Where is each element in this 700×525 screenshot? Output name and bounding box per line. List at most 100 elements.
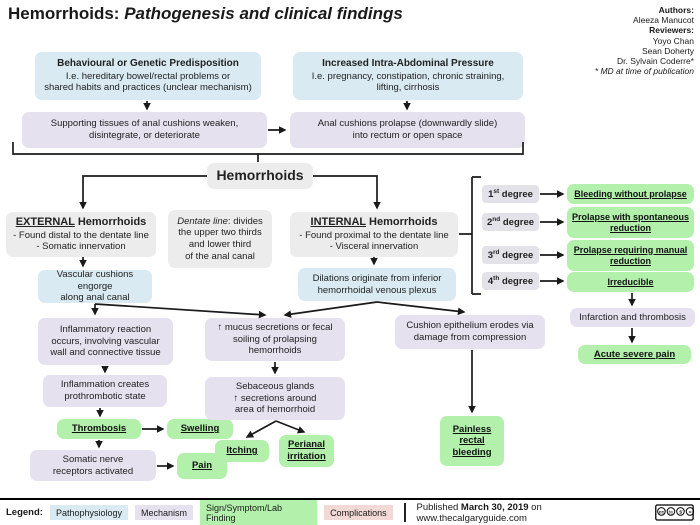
node-thrombosis: Thrombosis <box>57 419 141 439</box>
degree-ordinal: th <box>493 274 500 282</box>
node-text: Supporting tissues of anal cushions weak… <box>50 118 239 141</box>
node-heading-underlined: INTERNAL <box>310 216 366 229</box>
degree-number: 2 <box>486 216 493 228</box>
node-body: I.e. hereditary bowel/rectal problems or… <box>44 70 252 94</box>
cc-license-badge: cc by $̸ = <box>655 504 694 521</box>
legend-item-sign-symptom: Sign/Symptom/Lab Finding <box>200 500 318 525</box>
degree-ordinal: rd <box>493 248 500 256</box>
node-prolapse-spontaneous-reduction: Prolapse with spontaneous reduction <box>567 207 694 238</box>
node-behavioural-predisposition: Behavioural or Genetic Predisposition I.… <box>35 52 261 100</box>
legend-item-complications: Complications <box>324 505 393 520</box>
node-text: : divides the upper two thirds and lower… <box>178 215 263 262</box>
arrow-vascular-to-mucus <box>94 303 267 319</box>
node-body: - Found proximal to the dentate line - V… <box>299 229 449 253</box>
degree-ordinal: st <box>493 187 500 195</box>
node-body: I.e. pregnancy, constipation, chronic st… <box>311 70 505 94</box>
node-text: Bleeding without prolapse <box>574 188 687 199</box>
node-text: Infarction and thrombosis <box>579 311 686 323</box>
node-text: Swelling <box>180 423 220 435</box>
published-prefix: Published <box>416 501 461 513</box>
reviewer-name: Dr. Sylvain Coderre* <box>616 55 694 66</box>
node-text: ↑ mucus secretions or fecal soiling of p… <box>217 322 333 357</box>
degree-number: 4 <box>487 275 494 287</box>
node-intra-abdominal-pressure: Increased Intra-Abdominal Pressure I.e. … <box>293 52 523 100</box>
node-hemorrhoids: Hemorrhoids <box>207 163 313 189</box>
node-heading-rest: Hemorrhoids <box>365 216 438 229</box>
degree-2-label: 2nd degree <box>482 213 539 231</box>
arrow-hemorrhoids-to-external <box>79 175 207 210</box>
node-internal-hemorrhoids: INTERNAL Hemorrhoids - Found proximal to… <box>290 212 458 257</box>
svg-text:=: = <box>689 511 692 516</box>
node-text: Anal cushions prolapse (downwardly slide… <box>317 118 498 141</box>
node-text: Sebaceous glands ↑ secretions around are… <box>233 381 317 416</box>
node-cushion-epithelium-erodes: Cushion epithelium erodes via damage fro… <box>395 315 545 349</box>
degree-word: degree <box>499 275 534 287</box>
legend-item-pathophysiology: Pathophysiology <box>49 505 128 520</box>
node-text: Irreducible <box>607 276 654 287</box>
node-heading-rest: Hemorrhoids <box>74 216 147 229</box>
published-date: March 30, 2019 <box>460 501 529 513</box>
node-text: Perianal irritation <box>287 439 326 462</box>
node-text: Acute severe pain <box>593 348 676 360</box>
degree-word: degree <box>500 216 535 228</box>
svg-text:$̸: $̸ <box>679 510 683 516</box>
degree-number: 1 <box>488 188 494 200</box>
arrow-sebaceous-to-itching <box>245 420 277 438</box>
node-text: Hemorrhoids <box>216 167 304 184</box>
node-irreducible: Irreducible <box>567 272 694 292</box>
node-supporting-tissues-weaken: Supporting tissues of anal cushions weak… <box>22 112 267 148</box>
node-sebaceous-glands: Sebaceous glands ↑ secretions around are… <box>205 377 345 420</box>
node-perianal-irritation: Perianal irritation <box>279 435 334 467</box>
node-text: Prolapse requiring manual reduction <box>573 244 688 266</box>
degree-ordinal: nd <box>492 215 501 223</box>
node-infarction-thrombosis: Infarction and thrombosis <box>570 308 695 327</box>
reviewers-label: Reviewers: <box>649 25 694 36</box>
degree-word: degree <box>499 249 534 261</box>
node-text: Inflammatory reaction occurs, involving … <box>50 324 161 359</box>
credits-block: Authors: Aleeza Manucot Reviewers: Yoyo … <box>534 5 694 76</box>
node-heading-underlined: EXTERNAL <box>15 216 75 229</box>
node-vascular-cushions-engorge: Vascular cushions engorge along anal can… <box>38 269 152 304</box>
node-prolapse-manual-reduction: Prolapse requiring manual reduction <box>567 240 694 271</box>
reviewer-name: Yoyo Chan <box>652 35 694 46</box>
authors-label: Authors: <box>658 5 694 15</box>
title-prefix: Hemorrhoids: <box>8 4 125 23</box>
node-external-hemorrhoids: EXTERNAL Hemorrhoids - Found distal to t… <box>6 212 156 257</box>
arrow-dilations-to-cushion <box>376 301 466 316</box>
node-painless-rectal-bleeding: Painless rectal bleeding <box>440 416 504 466</box>
node-text: Vascular cushions engorge along anal can… <box>56 269 134 304</box>
arrow-sebaceous-to-perianal <box>275 420 306 434</box>
node-text: Dilations originate from inferior hemorr… <box>312 272 442 296</box>
node-prothrombotic-state: Inflammation creates prothrombotic state <box>43 375 167 407</box>
arrow-dilations-to-mucus <box>283 301 378 318</box>
author-name: Aleeza Manucot <box>633 15 694 26</box>
bracket-internal-to-degrees <box>459 176 481 295</box>
node-text: Cushion epithelium erodes via damage fro… <box>406 320 534 343</box>
page-title: Hemorrhoids: Pathogenesis and clinical f… <box>8 4 403 24</box>
node-text: Pain <box>191 460 213 472</box>
arrow-hemorrhoids-to-internal <box>313 175 381 210</box>
credits-footnote: * MD at time of publication <box>594 66 694 77</box>
node-term-italic: Dentate line <box>177 215 228 227</box>
node-mucus-secretions: ↑ mucus secretions or fecal soiling of p… <box>205 318 345 361</box>
node-heading: Behavioural or Genetic Predisposition <box>57 58 239 70</box>
node-text: Somatic nerve receptors activated <box>52 453 134 477</box>
reviewer-name: Sean Doherty <box>642 45 694 56</box>
published-site: on www.thecalgaryguide.com <box>416 501 542 524</box>
svg-text:cc: cc <box>659 510 665 515</box>
node-somatic-nerve-receptors: Somatic nerve receptors activated <box>30 450 156 481</box>
svg-text:by: by <box>669 509 674 514</box>
node-text: Prolapse with spontaneous reduction <box>571 211 690 233</box>
degree-word: degree <box>499 188 533 200</box>
legend-label: Legend: <box>6 507 43 518</box>
degree-1-label: 1st degree <box>482 185 539 203</box>
node-text: Thrombosis <box>71 423 127 435</box>
node-dilations-originate: Dilations originate from inferior hemorr… <box>298 268 456 301</box>
legend-bar: Legend: Pathophysiology Mechanism Sign/S… <box>0 498 700 525</box>
node-anal-cushions-prolapse: Anal cushions prolapse (downwardly slide… <box>290 112 525 148</box>
degree-4-label: 4th degree <box>482 272 539 290</box>
legend-divider <box>403 503 406 522</box>
node-itching: Itching <box>215 440 269 462</box>
title-emphasis: Pathogenesis and clinical findings <box>124 4 403 23</box>
